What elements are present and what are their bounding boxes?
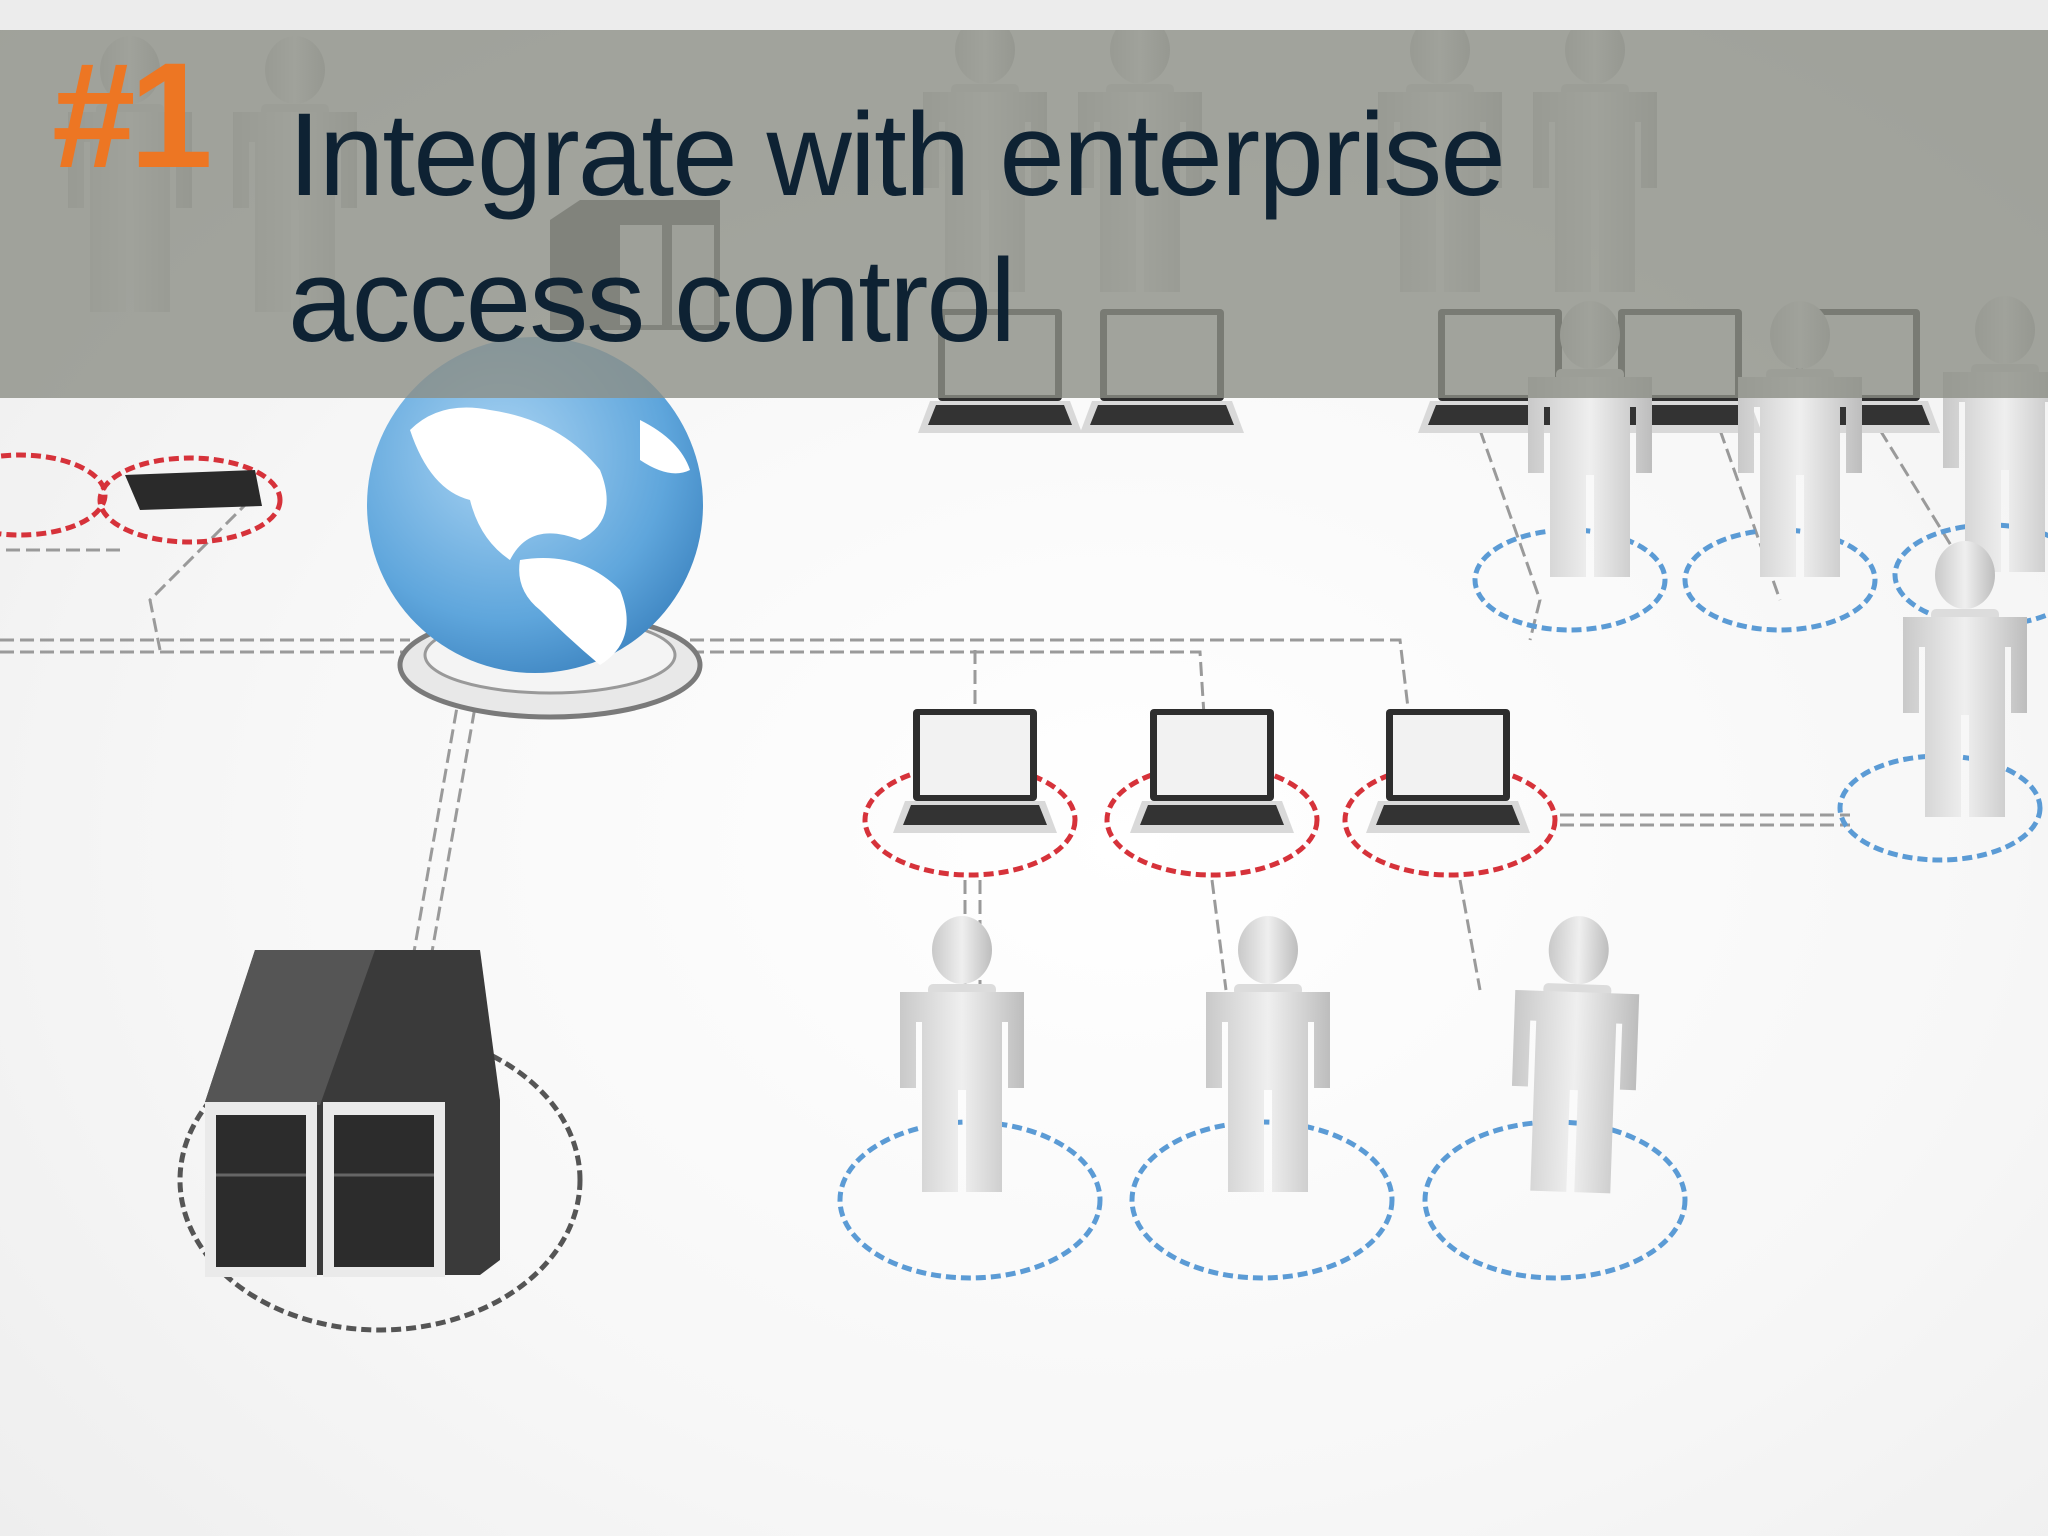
title-band: [0, 30, 2048, 398]
server-icon: [205, 950, 500, 1277]
slide-number: #1: [52, 31, 213, 199]
globe-icon: [367, 337, 703, 720]
slide-title: Integrate with enterprise access control: [288, 89, 1506, 367]
top-strip: [0, 0, 2048, 30]
